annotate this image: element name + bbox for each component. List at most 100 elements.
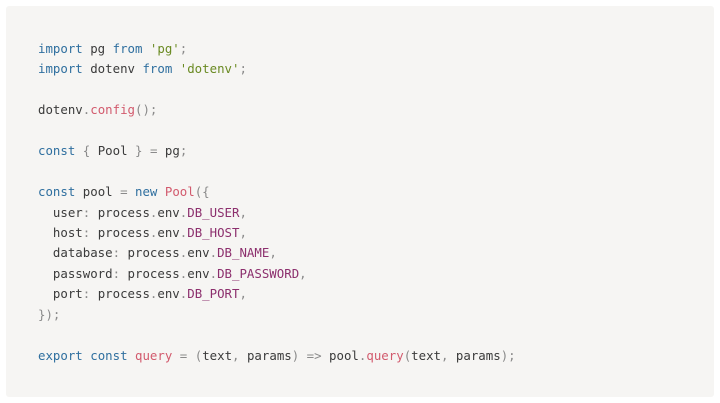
code-token: dotenv [82, 61, 143, 77]
code-token: env [187, 265, 210, 281]
code-token: env [157, 224, 180, 240]
code-token: user [38, 204, 83, 220]
code-token: . [209, 245, 218, 261]
code-line: user: process.env.DB_USER, [38, 203, 714, 223]
code-token: from [142, 61, 173, 77]
code-token: query [366, 347, 404, 363]
code-token [187, 348, 194, 363]
code-token: { [82, 143, 91, 159]
code-line: }); [38, 305, 714, 325]
code-line: database: process.env.DB_NAME, [38, 243, 714, 263]
code-token [128, 184, 135, 199]
code-line: const pool = new Pool({ [38, 182, 714, 202]
code-token [128, 348, 135, 363]
code-line: host: process.env.DB_HOST, [38, 223, 714, 243]
code-token: (); [135, 102, 158, 118]
code-token: . [149, 204, 158, 220]
code-token: }); [38, 306, 61, 322]
code-token [299, 348, 306, 363]
code-token: 'dotenv' [179, 61, 240, 77]
code-token: process [120, 245, 180, 261]
code-block: import pg from 'pg';import dotenv from '… [6, 6, 714, 397]
code-token [142, 143, 149, 158]
code-token: DB_PORT [187, 286, 240, 302]
code-token: const [90, 347, 128, 363]
code-token: ; [179, 41, 188, 56]
code-token: = [179, 347, 188, 363]
code-token: . [209, 265, 218, 281]
code-line [38, 80, 714, 100]
code-token: : [82, 224, 91, 240]
code-token: ); [500, 347, 516, 363]
code-token: process [90, 204, 150, 220]
code-token: from [112, 41, 143, 56]
code-token: import [38, 41, 83, 56]
code-token: process [120, 265, 180, 281]
code-token: DB_NAME [217, 245, 270, 261]
code-line [38, 121, 714, 141]
code-token [172, 348, 179, 363]
code-token: 'pg' [149, 41, 180, 56]
code-token: new [135, 184, 158, 200]
code-token: process [90, 224, 150, 240]
code-token: params [239, 347, 292, 363]
code-token: . [149, 286, 158, 302]
code-token: : [82, 204, 91, 220]
code-token: dotenv [38, 102, 83, 118]
code-token: env [187, 245, 210, 261]
code-token: ; [179, 143, 188, 159]
code-line: password: process.env.DB_PASSWORD, [38, 264, 714, 284]
code-token: => [306, 347, 322, 363]
code-token: , [441, 347, 449, 363]
code-token: ( [194, 347, 203, 363]
code-token: process [90, 286, 150, 302]
code-token: ; [239, 61, 247, 77]
code-line: import pg from 'pg'; [38, 39, 714, 59]
code-token: , [239, 286, 247, 302]
code-token: DB_USER [187, 204, 240, 220]
code-token: port [38, 286, 83, 302]
code-token: , [239, 204, 247, 220]
code-token: . [358, 347, 367, 363]
code-token: : [112, 265, 121, 281]
code-token: host [38, 224, 83, 240]
code-token: pg [157, 143, 180, 159]
code-token: const [38, 184, 76, 200]
code-token: const [38, 143, 76, 159]
code-token: ) [291, 347, 300, 363]
code-token: password [38, 265, 113, 281]
code-token: } [135, 143, 143, 159]
code-token [142, 41, 149, 56]
code-token: env [157, 286, 180, 302]
code-token [172, 61, 179, 76]
code-token [75, 143, 82, 158]
code-token: query [135, 347, 173, 363]
code-token: Pool [90, 143, 136, 159]
code-token: . [179, 286, 188, 302]
code-token: . [82, 102, 91, 118]
code-token: database [38, 245, 113, 261]
code-token: . [179, 204, 188, 220]
code-token: DB_HOST [187, 224, 240, 240]
code-token: . [179, 245, 188, 261]
code-token: Pool [164, 184, 195, 200]
code-token: config [90, 102, 135, 118]
code-line: const { Pool } = pg; [38, 141, 714, 161]
code-token: ( [403, 347, 412, 363]
code-token: env [157, 204, 180, 220]
code-token: params [448, 347, 501, 363]
code-token [157, 184, 164, 199]
code-token: . [149, 224, 158, 240]
code-token: = [149, 143, 158, 159]
code-content[interactable]: import pg from 'pg';import dotenv from '… [38, 39, 714, 366]
code-token: , [269, 245, 277, 261]
code-token: ({ [194, 184, 210, 200]
code-token: import [38, 61, 83, 77]
code-line: dotenv.config(); [38, 100, 714, 120]
code-token: = [120, 184, 128, 200]
code-token: DB_PASSWORD [217, 265, 300, 281]
code-line [38, 162, 714, 182]
code-token: pool [75, 184, 121, 200]
code-token: . [179, 224, 188, 240]
code-token: , [239, 224, 247, 240]
